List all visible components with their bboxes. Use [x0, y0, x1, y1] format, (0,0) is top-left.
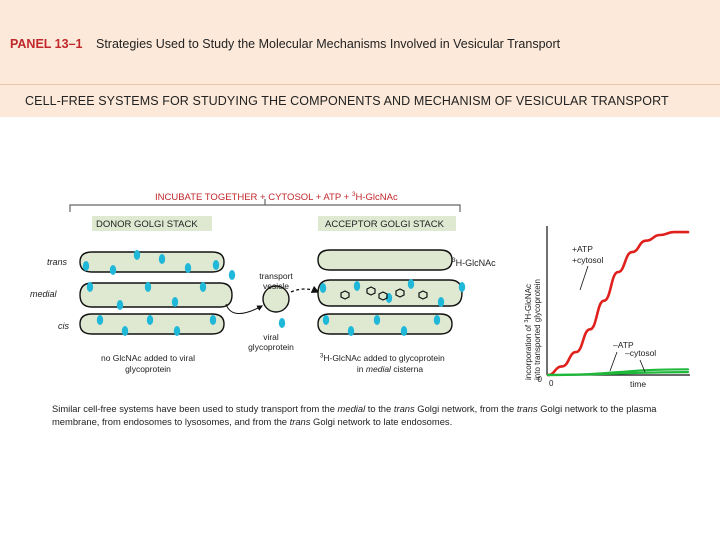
caption-part: Similar cell-free systems have been used… — [52, 403, 338, 414]
caption-part: Golgi network, from the — [414, 403, 517, 414]
trans-label: trans — [47, 257, 68, 267]
caption-part: Golgi network to late endosomes. — [310, 416, 453, 427]
section-title: CELL-FREE SYSTEMS FOR STUDYING THE COMPO… — [25, 94, 669, 108]
h3-glcnac-hexagons — [340, 286, 428, 301]
chart-y-origin: 0 — [538, 375, 543, 384]
medial-label: medial — [30, 289, 58, 299]
acceptor-trans-cisterna — [317, 249, 453, 271]
cis-label: cis — [58, 321, 69, 331]
acceptor-cis-cisterna — [317, 313, 453, 335]
donor-glycoproteins — [82, 250, 236, 336]
series-line-minus-cytosol — [546, 371, 690, 377]
donor-medial-cisterna — [79, 282, 233, 308]
series-label-atp-cytosol-1: +ATP — [572, 244, 593, 254]
h3-glcnac-label: 3H-GlcNAc — [452, 257, 496, 268]
acceptor-golgi-stack — [317, 249, 466, 336]
series-label-minus-cytosol: –cytosol — [625, 348, 656, 358]
transport-vesicle-label-2: vesicle — [263, 281, 289, 291]
header-divider — [0, 84, 720, 85]
donor-trans-cisterna — [79, 251, 225, 273]
vesicle-viral-glycoprotein — [278, 318, 286, 328]
caption-part: to the — [365, 403, 394, 414]
transport-vesicle-label-1: transport — [259, 271, 293, 281]
incubate-heading: INCUBATE TOGETHER + CYTOSOL + ATP + 3H-G… — [155, 191, 398, 203]
panel-title: Strategies Used to Study the Molecular M… — [96, 37, 561, 51]
series-label-atp-cytosol-2: +cytosol — [572, 255, 604, 265]
panel-header — [0, 0, 720, 117]
chart-y-label-line1: incorporation of 3H-GlcNAc — [524, 284, 533, 380]
budding-arrow — [225, 303, 264, 314]
panel-label: PANEL 13–1 — [10, 37, 83, 51]
chart-x-origin: 0 — [549, 379, 554, 388]
added-glcnac-label-1: 3H-GlcNAc added to glycoprotein — [320, 353, 445, 363]
donor-label-box — [92, 216, 212, 231]
transport-vesicle — [262, 285, 290, 313]
fusion-arrow — [290, 285, 320, 293]
chart-y-label-line2: into transported glycoprotein — [533, 279, 542, 380]
series-pointer-atp-cytosol — [579, 265, 589, 291]
series-label-minus-atp: –ATP — [613, 340, 634, 350]
chart-series-group — [546, 230, 690, 377]
incorporation-chart: 0 0 time incorporation of 3H-GlcNAc into… — [524, 226, 690, 389]
caption-part: Golgi network to the plasma membrane, fr… — [52, 403, 657, 427]
chart-x-label: time — [630, 379, 646, 389]
incubate-brace — [69, 204, 461, 212]
series-line-atp-cytosol — [546, 230, 690, 377]
viral-glycoprotein-label-2: glycoprotein — [248, 342, 294, 352]
donor-cis-cisterna — [79, 313, 225, 335]
caption: Similar cell-free systems have been used… — [52, 402, 672, 428]
no-glcnac-label-2: glycoprotein — [125, 364, 171, 374]
added-glcnac-label-2: in medial cisterna — [357, 364, 423, 374]
acceptor-label: ACCEPTOR GOLGI STACK — [325, 219, 445, 230]
no-glcnac-label-1: no GlcNAc added to viral — [101, 353, 195, 363]
viral-glycoprotein-label-1: viral — [263, 332, 279, 342]
series-pointer-minus-cytosol — [639, 359, 646, 373]
caption-part: trans — [289, 416, 311, 427]
donor-golgi-stack — [79, 250, 236, 336]
acceptor-glycoproteins — [319, 279, 466, 336]
caption-part: trans — [516, 403, 538, 414]
caption-part: trans — [393, 403, 415, 414]
donor-label: DONOR GOLGI STACK — [96, 219, 198, 230]
acceptor-label-box — [318, 216, 456, 231]
caption-part: medial — [337, 403, 366, 414]
chart-y-label-group: incorporation of 3H-GlcNAc into transpor… — [524, 279, 542, 380]
series-pointer-minus-atp — [609, 351, 618, 372]
